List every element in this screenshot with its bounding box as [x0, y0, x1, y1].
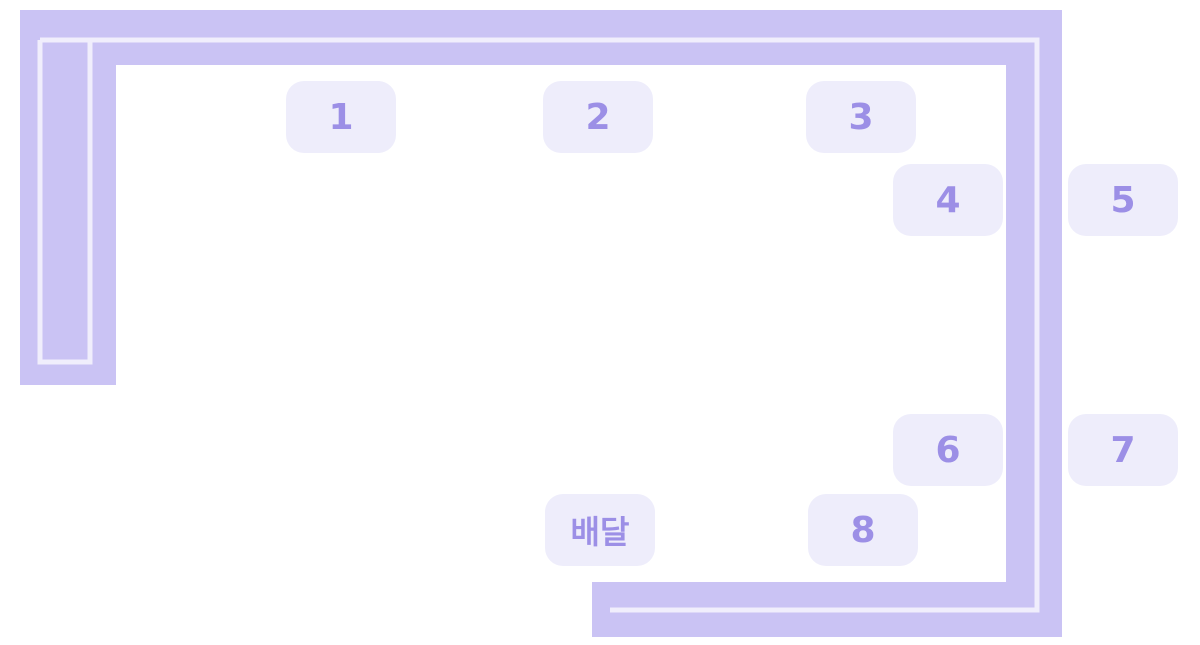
table-slot-1-label: 1 [328, 96, 354, 138]
table-slot-5[interactable]: 5 [1068, 164, 1178, 236]
table-slot-8-label: 8 [850, 509, 876, 551]
table-slot-4[interactable]: 4 [893, 164, 1003, 236]
table-slot-8[interactable]: 8 [808, 494, 918, 566]
delivery-slot-label: 배달 [570, 513, 630, 551]
table-slot-7[interactable]: 7 [1068, 414, 1178, 486]
wall-inner-line [40, 37, 1040, 613]
wall-left-post-outline [37, 40, 93, 365]
table-slot-3-label: 3 [848, 96, 874, 138]
delivery-slot[interactable]: 배달 [545, 494, 655, 566]
table-slot-1[interactable]: 1 [286, 81, 396, 153]
table-slot-4-label: 4 [935, 179, 961, 221]
table-slot-7-label: 7 [1110, 429, 1136, 471]
table-slot-5-label: 5 [1110, 179, 1136, 221]
wall-segments [20, 10, 1062, 637]
table-slot-2[interactable]: 2 [543, 81, 653, 153]
table-slot-2-label: 2 [585, 96, 611, 138]
table-slot-6[interactable]: 6 [893, 414, 1003, 486]
table-slot-3[interactable]: 3 [806, 81, 916, 153]
table-slot-6-label: 6 [935, 429, 961, 471]
